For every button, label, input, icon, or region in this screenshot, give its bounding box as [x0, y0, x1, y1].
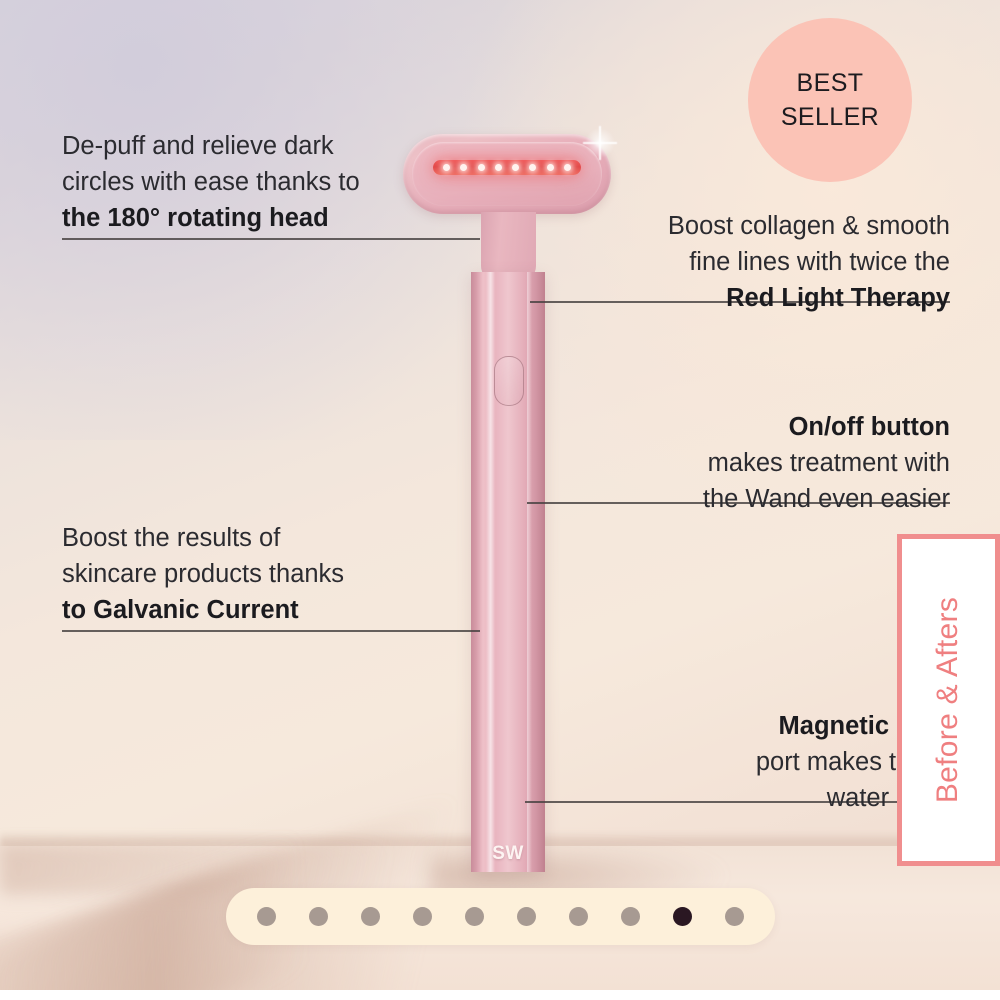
callout-on-off-emphasis: On/off button [788, 413, 950, 441]
led-dot [563, 164, 571, 171]
leader-line-on-off [527, 502, 950, 504]
carousel-pagination[interactable] [226, 888, 775, 945]
best-seller-badge: BEST SELLER [748, 18, 912, 182]
best-seller-line2: SELLER [780, 103, 880, 131]
callout-magnetic-charging: Magnetic char port makes the w water res… [525, 708, 950, 816]
carousel-dot-6[interactable] [517, 907, 536, 926]
brand-logo: SW [492, 843, 524, 864]
wand-body-highlight [486, 272, 495, 872]
power-button[interactable] [494, 356, 524, 406]
callout-red-light-emphasis: Red Light Therapy [726, 284, 950, 312]
callout-on-off-line1: makes treatment with [707, 449, 950, 477]
callout-on-off-line2: the Wand even easier [702, 485, 950, 513]
wand-neck-joint [481, 212, 536, 282]
best-seller-line1: BEST [796, 69, 864, 97]
carousel-dot-3[interactable] [361, 907, 380, 926]
callout-de-puff: De-puff and relieve dark circles with ea… [62, 128, 480, 236]
callout-magnetic-emphasis: Magnetic char [778, 712, 950, 740]
callout-magnetic-line2: water resis [826, 784, 950, 812]
red-light-led-bar [433, 160, 581, 175]
led-dot [546, 164, 554, 171]
leader-line-de-puff [62, 238, 480, 240]
wand-handle-body [471, 272, 545, 872]
led-dot [512, 164, 520, 171]
bottom-white-strip [0, 990, 1000, 1000]
carousel-dot-5[interactable] [465, 907, 484, 926]
leader-line-magnetic [525, 801, 950, 803]
before-and-afters-label: Before & Afters [931, 596, 965, 804]
leader-line-galvanic [62, 630, 480, 632]
wand-body-edge-highlight [527, 272, 532, 872]
led-dot [529, 164, 537, 171]
led-dot [460, 164, 468, 171]
leader-line-collagen [530, 301, 950, 303]
sparkle-icon [583, 126, 617, 160]
callout-red-light-line2: fine lines with twice the [689, 248, 950, 276]
callout-de-puff-emphasis: the 180° rotating head [62, 204, 329, 232]
carousel-dot-9[interactable] [673, 907, 692, 926]
before-and-afters-tab[interactable]: Before & Afters [897, 534, 1000, 866]
callout-galvanic-line2: skincare products thanks [62, 560, 345, 588]
callout-galvanic-emphasis: to Galvanic Current [62, 596, 299, 624]
carousel-dot-8[interactable] [621, 907, 640, 926]
carousel-dot-1[interactable] [257, 907, 276, 926]
carousel-dot-10[interactable] [725, 907, 744, 926]
led-dot [494, 164, 502, 171]
callout-on-off-button: On/off button makes treatment with the W… [527, 409, 950, 517]
carousel-dot-7[interactable] [569, 907, 588, 926]
callout-galvanic-current: Boost the results of skincare products t… [62, 520, 480, 628]
surface-shadow-band [0, 845, 430, 895]
callout-red-light-line1: Boost collagen & smooth [667, 212, 950, 240]
carousel-dot-4[interactable] [413, 907, 432, 926]
callout-galvanic-line1: Boost the results of [62, 524, 281, 552]
callout-de-puff-line1: De-puff and relieve dark [62, 132, 334, 160]
callout-red-light-therapy: Boost collagen & smooth fine lines with … [530, 208, 950, 316]
callout-de-puff-line2: circles with ease thanks to [62, 168, 360, 196]
led-dot [443, 164, 451, 171]
carousel-dot-2[interactable] [309, 907, 328, 926]
led-dot [477, 164, 485, 171]
callout-magnetic-line1: port makes the w [755, 748, 950, 776]
